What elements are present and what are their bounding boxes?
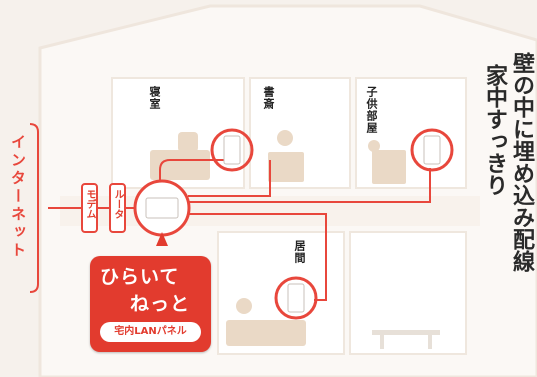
headline-main: 壁の中に埋め込み配線 bbox=[509, 52, 534, 272]
router-box bbox=[109, 183, 126, 233]
lan-outlet-kids bbox=[410, 128, 454, 172]
room-label-bedroom: 寝室 bbox=[148, 86, 161, 110]
panel-title-line1: ひらいて bbox=[100, 266, 180, 288]
study-furniture bbox=[268, 130, 304, 182]
modem-label: モデム bbox=[84, 189, 95, 219]
lan-panel-hub bbox=[133, 179, 191, 237]
kids-furniture bbox=[368, 140, 406, 184]
modem-box bbox=[81, 183, 98, 233]
wire-to-study bbox=[188, 160, 271, 197]
wire-to-bedroom bbox=[159, 159, 228, 180]
room-label-study: 書斎 bbox=[262, 86, 275, 110]
bedroom-furniture bbox=[150, 132, 210, 180]
wire-to-kids bbox=[188, 168, 431, 203]
lan-outlet-bedroom bbox=[210, 128, 254, 172]
room-label-kids-room: 子供部屋 bbox=[365, 86, 378, 134]
panel-pointer bbox=[156, 232, 168, 246]
room-empty bbox=[349, 231, 467, 355]
internet-label: インターネット bbox=[9, 134, 27, 260]
table-furniture bbox=[372, 330, 440, 349]
router-label: ルータ bbox=[112, 189, 123, 219]
panel-subtitle: 宅内LANパネル bbox=[100, 322, 201, 342]
internet-bracket bbox=[29, 123, 39, 293]
headline-sub: 家中すっきり bbox=[482, 64, 507, 196]
living-furniture bbox=[226, 298, 306, 346]
panel-title-line2: ねっと bbox=[130, 293, 191, 315]
lan-wiring bbox=[48, 159, 431, 301]
room-label-living: 居間 bbox=[293, 240, 306, 264]
lan-outlet-living bbox=[274, 276, 318, 320]
lan-panel-callout: ひらいて ねっと 宅内LANパネル bbox=[90, 256, 211, 352]
wire-to-living bbox=[188, 213, 327, 301]
